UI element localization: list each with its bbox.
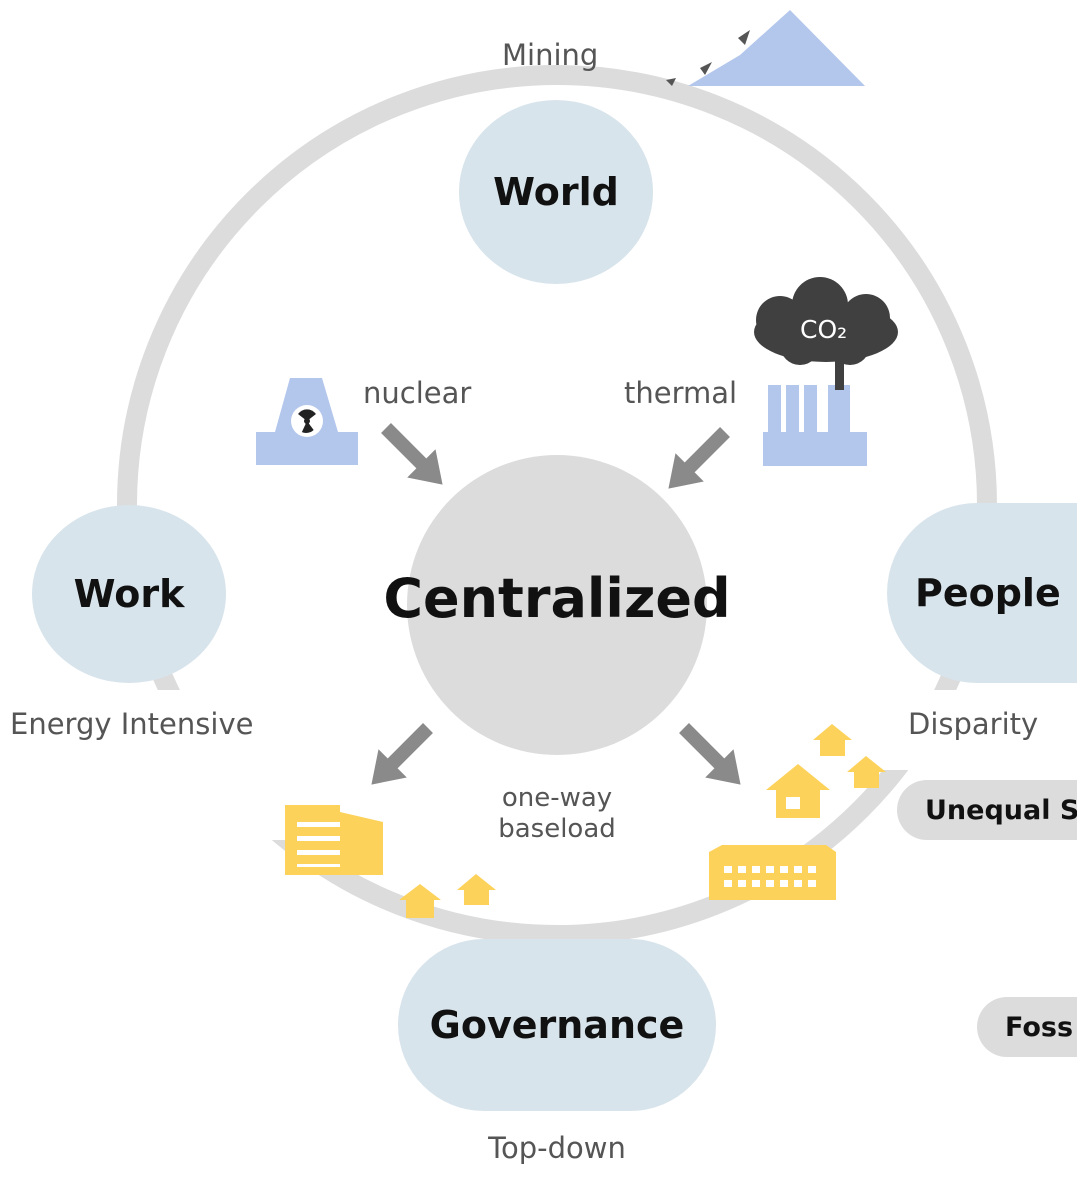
ring-gap-right [880,690,1020,770]
label-energy-intensive: Energy Intensive [10,707,254,741]
node-people-label: People [915,571,1061,615]
node-world-label: World [493,170,619,214]
pill-fossil: Foss [977,997,1077,1057]
office-building-icon [285,805,383,875]
label-baseload: baseload [498,814,616,844]
label-nuclear: nuclear [363,376,472,410]
arrows [371,423,741,785]
nuclear-plant-icon [256,378,358,465]
pill-unequal: Unequal S [897,780,1077,840]
house-icon [766,724,886,818]
node-governance: Governance [398,939,716,1111]
school-icon [709,845,836,900]
center-circle [407,455,707,755]
arrow-out-left [371,723,433,785]
label-thermal: thermal [624,376,738,410]
node-work-label: Work [73,572,185,616]
factory-icon [763,360,867,466]
label-top-down: Top-down [488,1131,626,1165]
node-work: Work [32,505,226,683]
pill-fossil-label: Foss [1005,1011,1074,1043]
pill-unequal-label: Unequal S [925,794,1077,826]
label-mining: Mining [502,38,599,72]
label-disparity: Disparity [908,707,1039,741]
label-one-way: one-way [501,783,613,813]
mountain-icon [666,10,865,86]
node-people: People [887,503,1077,683]
node-world: World [459,100,653,284]
smoke-cloud-icon [754,277,898,365]
arrow-in-right [668,427,730,489]
ring-gap-left [120,690,300,840]
arrow-out-right [679,723,741,785]
house-icon [399,874,496,918]
label-co2: CO₂ [800,315,848,344]
center-label: Centralized [383,567,731,630]
node-governance-label: Governance [429,1003,685,1047]
arrow-in-left [381,423,443,485]
